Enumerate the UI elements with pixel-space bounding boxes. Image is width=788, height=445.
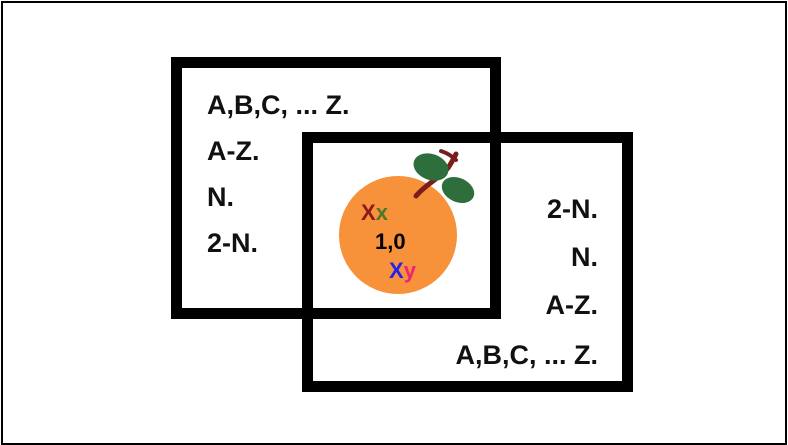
gene-letter-big: X (361, 200, 376, 225)
left-set-box (171, 57, 501, 319)
left-set-item: 2-N. (207, 228, 259, 258)
gene-letter-small: y (403, 258, 416, 283)
right-set-item: N. (571, 242, 598, 272)
left-set-item: N. (207, 182, 234, 212)
gene-letter-small: x (375, 200, 388, 225)
left-set-item: A-Z. (207, 136, 260, 166)
left-set-item: A,B,C, ... Z. (207, 90, 350, 120)
gene-label-xy: Xy (389, 259, 416, 283)
ratio-label: 1,0 (375, 229, 406, 254)
gene-label-xx: Xx (361, 201, 388, 225)
right-set-item: 2-N. (546, 194, 598, 224)
right-set-item: A,B,C, ... Z. (455, 340, 598, 370)
right-set-box (302, 132, 633, 392)
right-set-item: A-Z. (545, 290, 598, 320)
gene-letter-big: X (389, 258, 404, 283)
